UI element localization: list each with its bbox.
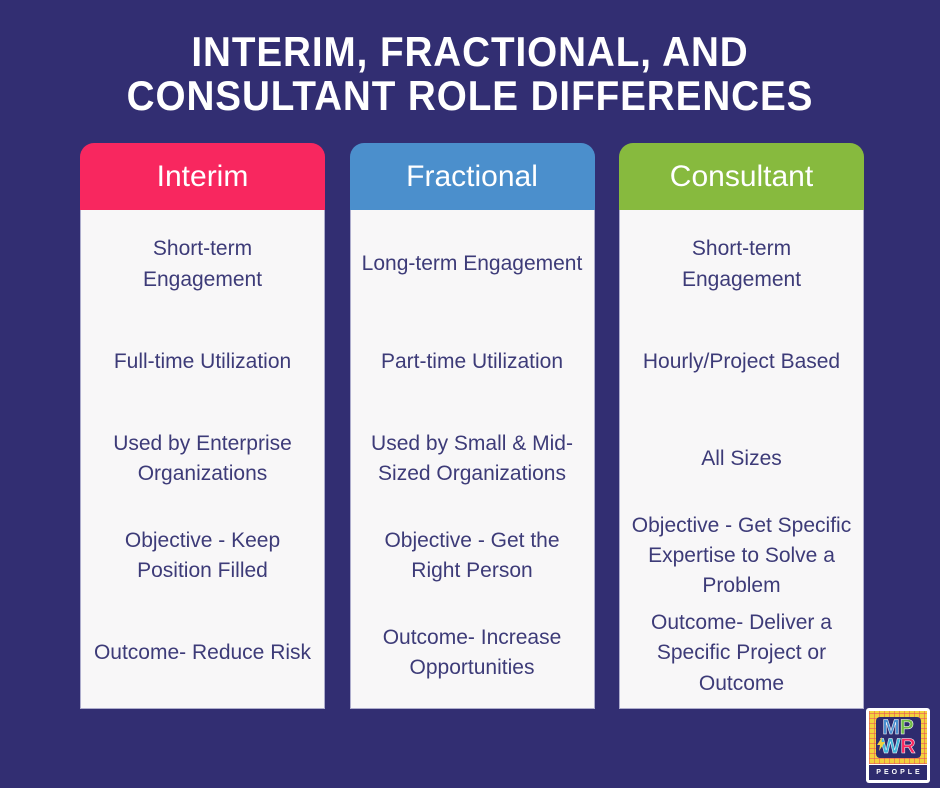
list-item: Outcome- Deliver a Specific Project or O… <box>651 610 832 695</box>
column-header-consultant: Consultant <box>619 143 864 210</box>
list-item: Long-term Engagement <box>361 252 583 276</box>
mpwr-people-logo: MP WR PEOPLE <box>866 708 930 783</box>
mpwr-logo-grid: MP WR <box>869 711 927 764</box>
list-item: Objective - Get Specific Expertise to So… <box>631 513 852 598</box>
page-title-line1: INTERIM, FRACTIONAL, AND <box>191 28 749 75</box>
list-item: Part-time Utilization <box>380 349 564 373</box>
list-item: Objective - Get the Right Person <box>384 528 560 583</box>
list-item: Full-time Utilization <box>113 349 292 373</box>
column-interim: Interim Short-term Engagement Full-time … <box>80 143 325 709</box>
column-header-label: Interim <box>156 159 249 193</box>
page-title: INTERIM, FRACTIONAL, AND CONSULTANT ROLE… <box>38 30 903 118</box>
list-item: Outcome- Increase Opportunities <box>382 625 562 680</box>
column-body-consultant: Short-term Engagement Hourly/Project Bas… <box>619 210 864 709</box>
logo-letter-m: M <box>882 716 900 739</box>
logo-letter-p: P <box>899 716 914 739</box>
column-body-interim: Short-term Engagement Full-time Utilizat… <box>80 210 325 709</box>
list-item: Hourly/Project Based <box>642 349 841 373</box>
mpwr-logo-letters: MP WR <box>875 716 921 758</box>
column-body-fractional: Long-term Engagement Part-time Utilizati… <box>349 210 595 709</box>
column-header-label: Fractional <box>406 159 538 193</box>
column-header-label: Consultant <box>669 159 814 193</box>
column-header-fractional: Fractional <box>349 143 595 210</box>
list-item: Used by Enterprise Organizations <box>113 431 292 485</box>
logo-letter-r: R <box>900 735 916 758</box>
list-item: Outcome- Reduce Risk <box>93 641 312 665</box>
list-item: Objective - Keep Position Filled <box>124 528 281 583</box>
column-header-interim: Interim <box>80 143 325 210</box>
column-consultant: Consultant Short-term Engagement Hourly/… <box>619 143 864 709</box>
page-title-line2: CONSULTANT ROLE DIFFERENCES <box>126 72 814 119</box>
list-item: Short-term Engagement <box>142 237 263 291</box>
logo-caption: PEOPLE <box>869 764 927 780</box>
lightning-bolt-icon <box>876 737 885 751</box>
comparison-columns: Interim Short-term Engagement Full-time … <box>80 143 864 709</box>
column-fractional: Fractional Long-term Engagement Part-tim… <box>349 143 595 709</box>
list-item: Used by Small & Mid-Sized Organizations <box>371 431 573 485</box>
list-item: All Sizes <box>701 446 782 470</box>
list-item: Short-term Engagement <box>681 237 802 291</box>
logo-letter-w: W <box>880 735 901 758</box>
